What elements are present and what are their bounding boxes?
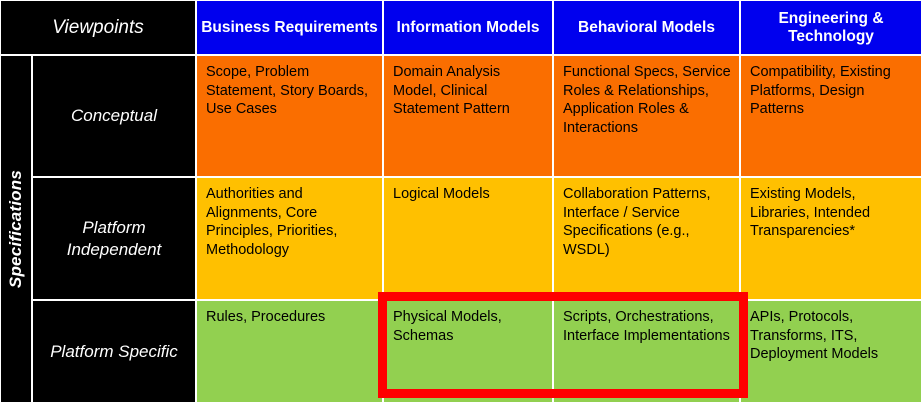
cell-text: Logical Models: [393, 186, 490, 202]
row-label-platform-specific: Platform Specific: [32, 300, 196, 403]
cell-platform-specific-engineering-technology: APIs, Protocols, Transforms, ITS, Deploy…: [740, 300, 922, 403]
cell-conceptual-information-models: Domain Analysis Model, Clinical Statemen…: [383, 55, 553, 177]
column-header-label: Behavioral Models: [578, 18, 715, 36]
cell-platform-independent-information-models: Logical Models: [383, 177, 553, 300]
cell-text: Compatibility, Existing Platforms, Desig…: [750, 64, 891, 118]
cell-text: Authorities and Alignments, Core Princip…: [206, 186, 338, 258]
cell-text: Functional Specs, Service Roles & Relati…: [563, 64, 731, 136]
cell-conceptual-business-requirements: Scope, Problem Statement, Story Boards, …: [196, 55, 383, 177]
row-label-conceptual: Conceptual: [32, 55, 196, 177]
column-header-label: Information Models: [396, 18, 540, 36]
cell-text: Rules, Procedures: [206, 309, 326, 325]
column-header-information-models: Information Models: [383, 0, 553, 55]
viewpoints-label: Viewpoints: [52, 16, 144, 38]
cell-platform-independent-behavioral-models: Collaboration Patterns, Interface / Serv…: [553, 177, 740, 300]
column-header-label: Business Requirements: [201, 18, 378, 36]
cell-platform-independent-business-requirements: Authorities and Alignments, Core Princip…: [196, 177, 383, 300]
column-header-business-requirements: Business Requirements: [196, 0, 383, 55]
cell-text: Collaboration Patterns, Interface / Serv…: [563, 186, 711, 258]
matrix-corner-header: Viewpoints: [0, 0, 196, 55]
cell-text: Existing Models, Libraries, Intended Tra…: [750, 186, 871, 240]
cell-platform-independent-engineering-technology: Existing Models, Libraries, Intended Tra…: [740, 177, 922, 300]
cell-platform-specific-business-requirements: Rules, Procedures: [196, 300, 383, 403]
cell-text: Scope, Problem Statement, Story Boards, …: [206, 64, 368, 118]
cell-conceptual-engineering-technology: Compatibility, Existing Platforms, Desig…: [740, 55, 922, 177]
cell-text: Scripts, Orchestrations, Interface Imple…: [563, 309, 730, 344]
row-label-platform-independent: Platform Independent: [32, 177, 196, 300]
specifications-label: Specifications: [6, 169, 25, 289]
specifications-spine: Specifications: [0, 55, 32, 403]
row-label-text: Platform Independent: [66, 218, 162, 259]
cell-conceptual-behavioral-models: Functional Specs, Service Roles & Relati…: [553, 55, 740, 177]
cell-text: Physical Models, Schemas: [393, 309, 502, 344]
cell-text: Domain Analysis Model, Clinical Statemen…: [393, 64, 510, 118]
row-label-text: Platform Specific: [50, 341, 178, 361]
cell-text: APIs, Protocols, Transforms, ITS, Deploy…: [750, 309, 879, 363]
row-label-text: Conceptual: [70, 106, 157, 126]
column-header-engineering-technology: Engineering & Technology: [740, 0, 922, 55]
cell-platform-specific-behavioral-models: Scripts, Orchestrations, Interface Imple…: [553, 300, 740, 403]
cell-platform-specific-information-models: Physical Models, Schemas: [383, 300, 553, 403]
column-header-label: Engineering & Technology: [778, 9, 884, 45]
column-header-behavioral-models: Behavioral Models: [553, 0, 740, 55]
